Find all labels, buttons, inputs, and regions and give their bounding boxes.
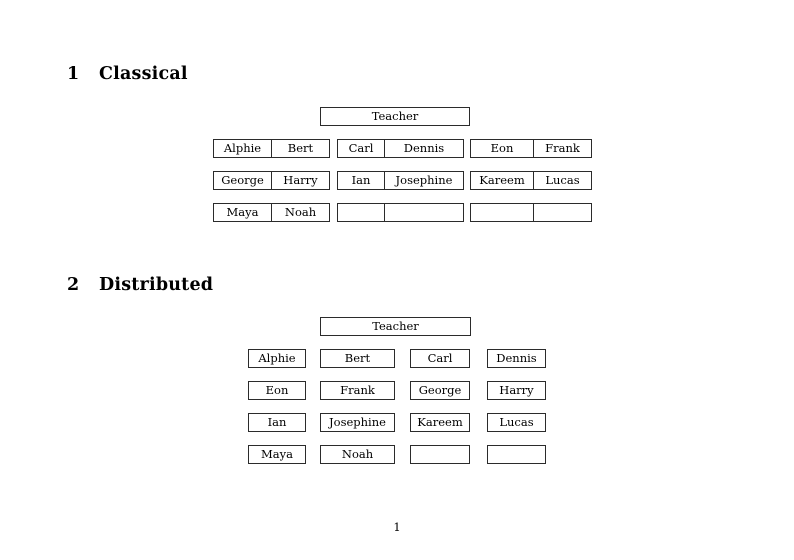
box-gap: [306, 413, 320, 432]
table-row: Maya Noah: [213, 203, 330, 222]
section-heading-distributed: 2 Distributed: [67, 275, 213, 295]
row-gap: [338, 190, 464, 204]
teacher-box-classical[interactable]: Teacher: [320, 107, 470, 126]
student-cell-empty[interactable]: [533, 203, 592, 222]
table-row: Carl Dennis: [337, 139, 464, 158]
student-cell-empty[interactable]: [384, 203, 464, 222]
box-gap: [470, 413, 487, 432]
box-gap: [306, 445, 320, 464]
section-title: Distributed: [99, 275, 214, 295]
row-gap: [338, 158, 464, 172]
table-row: Alphie Bert: [213, 139, 330, 158]
box-gap: [306, 349, 320, 368]
student-cell[interactable]: Alphie: [213, 139, 272, 158]
classical-group-2: Carl Dennis Ian Josephine: [337, 139, 464, 222]
classical-group-2-table: Carl Dennis Ian Josephine: [337, 139, 464, 222]
table-row: [470, 203, 592, 222]
student-cell-empty[interactable]: [470, 203, 534, 222]
student-cell[interactable]: Josephine: [384, 171, 464, 190]
box-gap: [306, 381, 320, 400]
student-box[interactable]: Noah: [320, 445, 395, 464]
student-cell[interactable]: Maya: [213, 203, 272, 222]
student-cell[interactable]: Kareem: [470, 171, 534, 190]
distributed-row: Alphie Bert Carl Dennis: [248, 349, 546, 368]
distributed-row: Ian Josephine Kareem Lucas: [248, 413, 546, 432]
table-row: Eon Frank: [470, 139, 592, 158]
student-box[interactable]: Bert: [320, 349, 395, 368]
student-box[interactable]: Lucas: [487, 413, 546, 432]
student-box[interactable]: Frank: [320, 381, 395, 400]
student-box[interactable]: Maya: [248, 445, 306, 464]
box-gap: [395, 381, 410, 400]
box-gap: [470, 381, 487, 400]
row-gap: [471, 158, 592, 172]
student-box[interactable]: Ian: [248, 413, 306, 432]
section-heading-classical: 1 Classical: [67, 64, 188, 84]
table-row: Kareem Lucas: [470, 171, 592, 190]
classical-group-3-table: Eon Frank Kareem Lucas: [470, 139, 592, 222]
table-row: [337, 203, 464, 222]
table-row: [471, 190, 592, 204]
distributed-row: Maya Noah: [248, 445, 546, 464]
table-row: [471, 158, 592, 172]
student-box[interactable]: Harry: [487, 381, 546, 400]
classical-group-3: Eon Frank Kareem Lucas: [470, 139, 592, 222]
student-box[interactable]: Alphie: [248, 349, 306, 368]
teacher-box-distributed[interactable]: Teacher: [320, 317, 471, 336]
student-cell-empty[interactable]: [337, 203, 385, 222]
student-cell[interactable]: Noah: [271, 203, 330, 222]
student-cell[interactable]: Carl: [337, 139, 385, 158]
row-gap: [214, 158, 330, 172]
student-box[interactable]: Josephine: [320, 413, 395, 432]
table-row: [214, 190, 330, 204]
table-row: Ian Josephine: [337, 171, 464, 190]
row-gap: [471, 190, 592, 204]
student-cell[interactable]: Ian: [337, 171, 385, 190]
student-box-empty[interactable]: [487, 445, 546, 464]
student-box-empty[interactable]: [410, 445, 470, 464]
student-cell[interactable]: Lucas: [533, 171, 592, 190]
table-row: George Harry: [213, 171, 330, 190]
student-box[interactable]: Carl: [410, 349, 470, 368]
table-row: [214, 158, 330, 172]
section-title: Classical: [99, 64, 188, 84]
row-gap: [214, 190, 330, 204]
table-row: [338, 190, 464, 204]
student-box[interactable]: George: [410, 381, 470, 400]
distributed-row: Eon Frank George Harry: [248, 381, 546, 400]
classical-group-1-table: Alphie Bert George Harry Maya Noah: [213, 139, 330, 222]
student-cell[interactable]: Frank: [533, 139, 592, 158]
box-gap: [470, 445, 487, 464]
section-number: 1: [67, 64, 80, 84]
student-box[interactable]: Kareem: [410, 413, 470, 432]
student-cell[interactable]: Bert: [271, 139, 330, 158]
box-gap: [470, 349, 487, 368]
box-gap: [395, 349, 410, 368]
student-cell[interactable]: Eon: [470, 139, 534, 158]
section-number: 2: [67, 275, 80, 295]
student-cell[interactable]: Dennis: [384, 139, 464, 158]
table-row: [338, 158, 464, 172]
box-gap: [395, 445, 410, 464]
student-cell[interactable]: Harry: [271, 171, 330, 190]
student-box[interactable]: Dennis: [487, 349, 546, 368]
page-number: 1: [393, 520, 401, 534]
box-gap: [395, 413, 410, 432]
classical-group-1: Alphie Bert George Harry Maya Noah: [213, 139, 330, 222]
student-box[interactable]: Eon: [248, 381, 306, 400]
student-cell[interactable]: George: [213, 171, 272, 190]
